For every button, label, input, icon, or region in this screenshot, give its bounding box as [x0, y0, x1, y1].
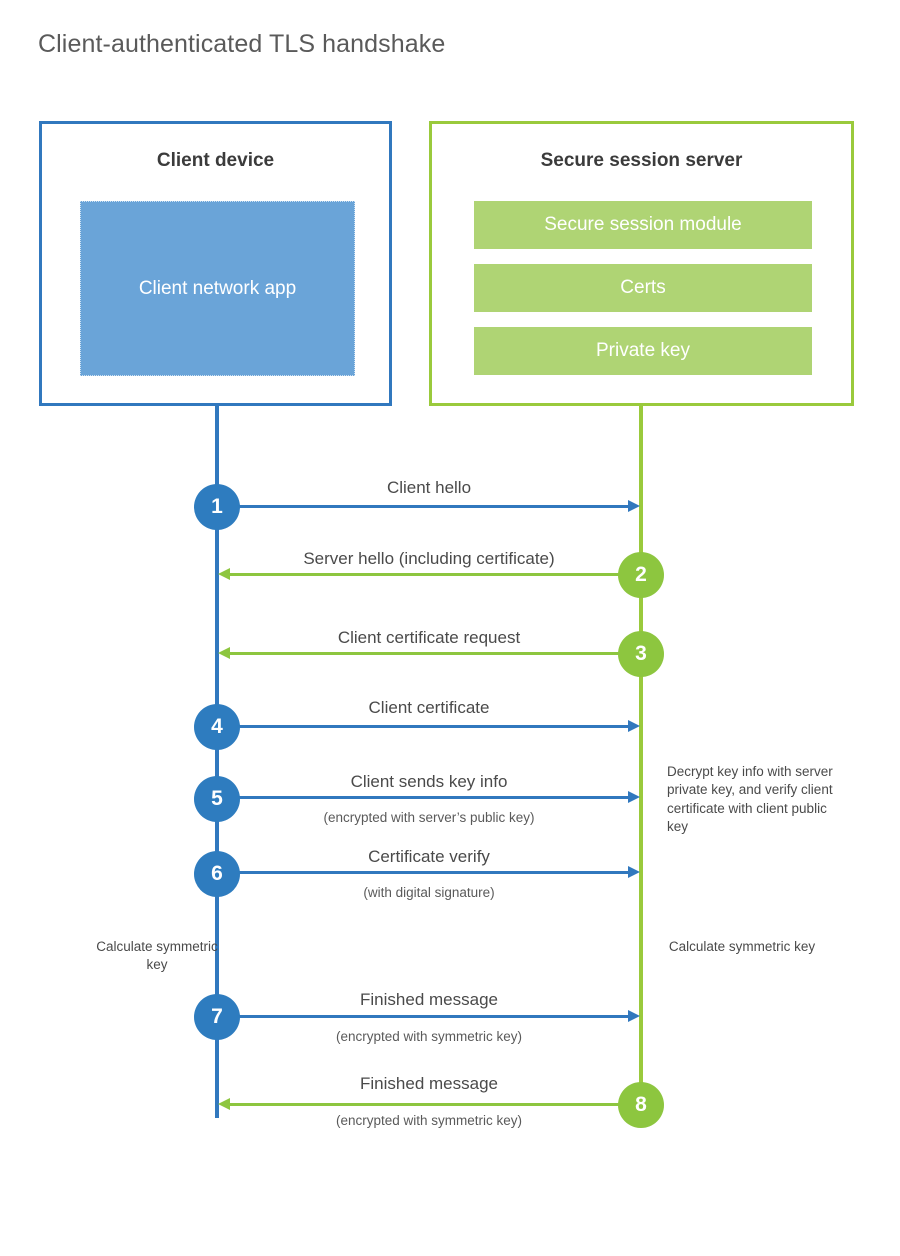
step-1-label: Client hello	[386, 478, 472, 497]
client-lifeline	[215, 406, 219, 1118]
step-8-sublabel: (encrypted with symmetric key)	[335, 1113, 523, 1128]
step-5-sublabel: (encrypted with server’s public key)	[323, 810, 535, 825]
client-network-app-block: Client network app	[80, 201, 355, 376]
step-1-arrow	[217, 500, 640, 512]
step-7-circle[interactable]: 7	[194, 994, 240, 1040]
page-title: Client-authenticated TLS handshake	[38, 30, 446, 58]
server-calculate-symmetric-key-note: Calculate symmetric key	[668, 939, 816, 954]
client-calculate-symmetric-key-note: Calculate symmetric key	[96, 939, 218, 973]
server-decrypt-note: Decrypt key info with server private key…	[667, 764, 833, 835]
server-component-private-key: Private key	[474, 327, 812, 375]
step-4-circle[interactable]: 4	[194, 704, 240, 750]
step-6-arrow	[217, 866, 640, 878]
step-1-circle[interactable]: 1	[194, 484, 240, 530]
step-6-sublabel: (with digital signature)	[363, 885, 495, 900]
step-6-label: Certificate verify	[368, 847, 490, 866]
step-4-label: Client certificate	[368, 698, 490, 717]
step-5-arrow	[217, 791, 640, 803]
step-7-sublabel: (encrypted with symmetric key)	[335, 1029, 523, 1044]
secure-session-server-box: Secure session server Secure session mod…	[429, 121, 854, 406]
step-3-label: Client certificate request	[337, 628, 521, 647]
client-device-box: Client device Client network app	[39, 121, 392, 406]
step-8-arrow	[218, 1098, 641, 1110]
step-4-arrow	[217, 720, 640, 732]
step-2-circle[interactable]: 2	[618, 552, 664, 598]
step-7-label: Finished message	[360, 990, 498, 1009]
server-component-certs: Certs	[474, 264, 812, 312]
step-3-arrow	[218, 647, 641, 659]
step-5-circle[interactable]: 5	[194, 776, 240, 822]
step-2-arrow	[218, 568, 641, 580]
step-5-label: Client sends key info	[350, 772, 508, 791]
step-8-label: Finished message	[360, 1074, 498, 1093]
step-3-circle[interactable]: 3	[618, 631, 664, 677]
step-6-circle[interactable]: 6	[194, 851, 240, 897]
step-8-circle[interactable]: 8	[618, 1082, 664, 1128]
server-lifeline	[639, 406, 643, 1106]
secure-session-server-title: Secure session server	[540, 150, 743, 171]
step-2-label: Server hello (including certificate)	[303, 549, 555, 568]
server-component-secure-session-module: Secure session module	[474, 201, 812, 249]
client-device-title: Client device	[156, 150, 275, 171]
step-7-arrow	[217, 1010, 640, 1022]
